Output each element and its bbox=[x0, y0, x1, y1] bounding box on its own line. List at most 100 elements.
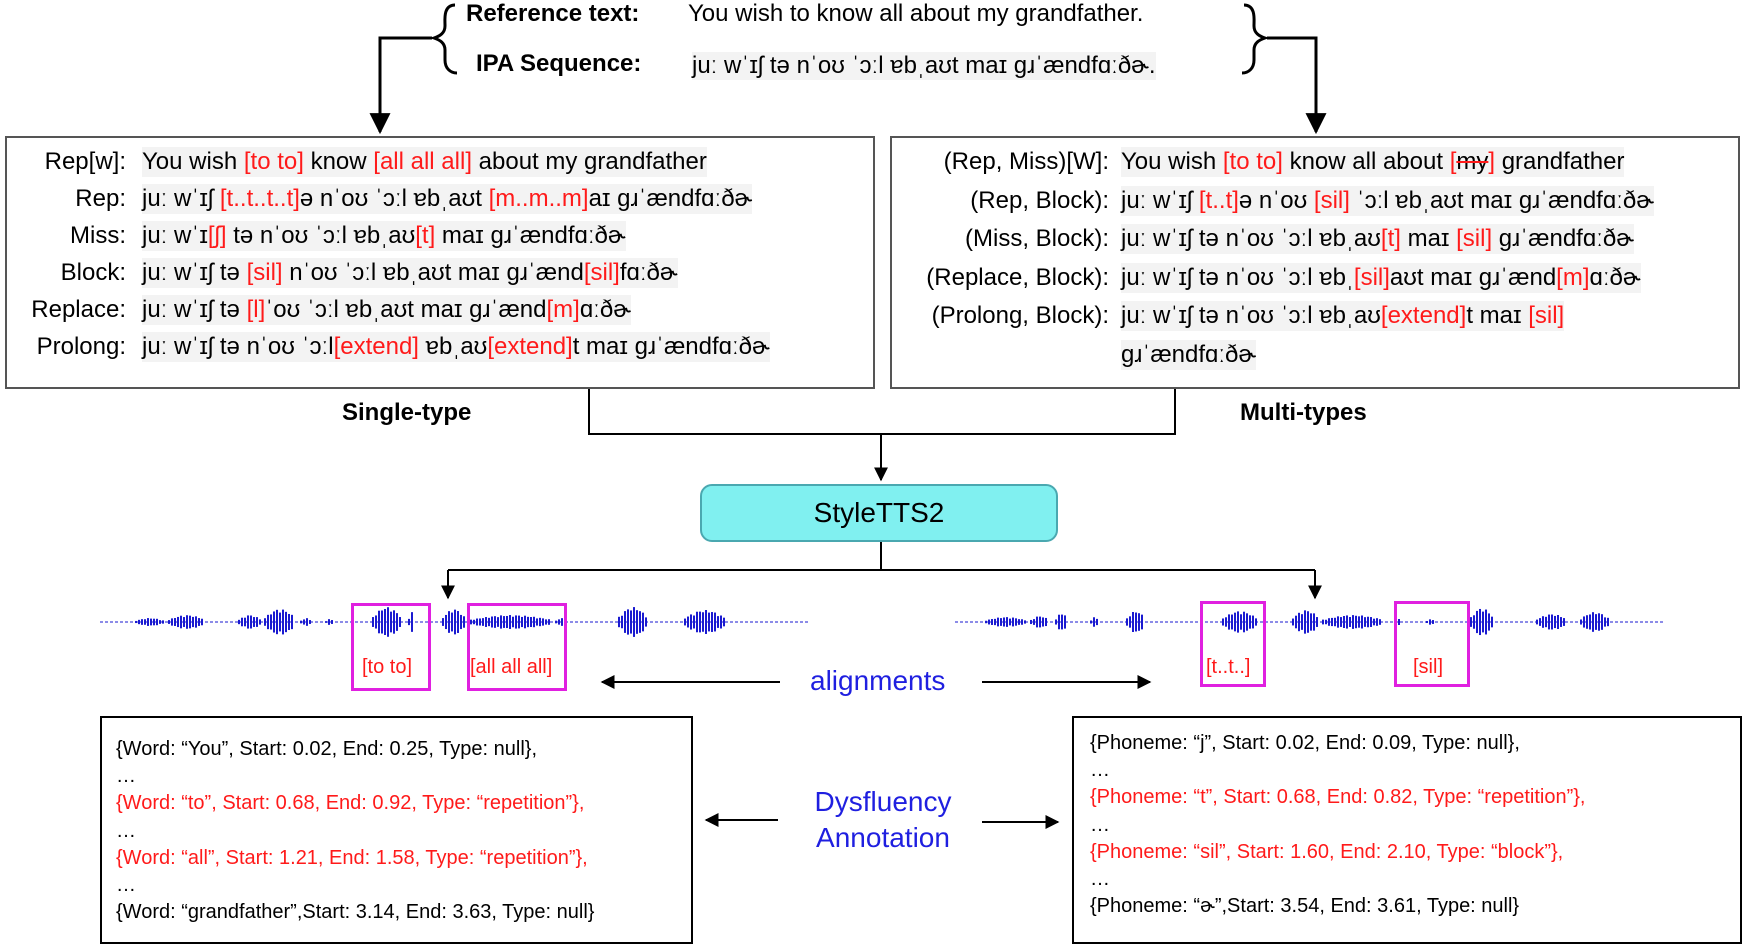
right-waveform-bar bbox=[1018, 619, 1020, 625]
single-row-label: Block: bbox=[60, 259, 126, 286]
right-waveform-bar bbox=[1030, 619, 1032, 625]
left-waveform-bar bbox=[238, 619, 240, 625]
sequence-text: juː wˈɪʃ bbox=[1121, 186, 1199, 214]
right-waveform-bar bbox=[1364, 617, 1366, 627]
right-waveform-bar bbox=[1325, 619, 1327, 625]
sequence-text: t maɪ ɡɹˈændfɑːðɚ bbox=[572, 333, 770, 360]
left-waveform-bar bbox=[494, 616, 496, 628]
sequence-text: ɑːðɚ bbox=[579, 296, 631, 323]
right-waveform-bar bbox=[1021, 619, 1023, 625]
dysfluency-mark: [to to] bbox=[243, 148, 304, 175]
left-waveform-bar bbox=[693, 615, 695, 629]
single-row-label: Replace: bbox=[31, 296, 126, 323]
right-waveform-bar bbox=[1373, 618, 1375, 626]
right-waveform-bar bbox=[1237, 611, 1239, 633]
left-waveform-bar bbox=[253, 617, 255, 627]
left-waveform-bar bbox=[270, 614, 272, 630]
right-waveform-bar bbox=[1042, 617, 1044, 627]
left-waveform-bar bbox=[630, 610, 632, 634]
reference-label: Reference text: bbox=[466, 0, 640, 27]
right-waveform-bar bbox=[997, 617, 999, 627]
sequence-text: ɑːðɚ bbox=[1589, 263, 1641, 291]
dysfluency-mark: [sil] bbox=[1456, 225, 1493, 252]
right-waveform-bar bbox=[1240, 614, 1242, 630]
sequence-text: juː wˈɪʃ tə nˈoʊ ˈɔːl ɐbˌ bbox=[1121, 263, 1354, 291]
left-waveform-bar bbox=[247, 615, 249, 629]
sequence-text: ˈoʊ ˈɔːl ɐbˌaʊt maɪ ɡɹˈænd bbox=[265, 296, 547, 323]
dysfluency-mark: [l] bbox=[246, 296, 266, 323]
right-waveform-bar bbox=[1426, 620, 1428, 624]
right-waveform-bar bbox=[1470, 617, 1472, 627]
left-waveform-bar bbox=[488, 617, 490, 627]
right-waveform-bar bbox=[1557, 615, 1559, 629]
left-waveform-bar bbox=[696, 611, 698, 633]
arrow-to-single bbox=[369, 36, 432, 135]
single-row-sequence: juː wˈɪʃ tə nˈoʊ ˈɔːl[extend] ɐbˌaʊ[exte… bbox=[142, 332, 770, 362]
right-waveform-bar bbox=[1595, 614, 1597, 630]
sequence-text: juː wˈɪʃ tə nˈoʊ ˈɔːl ɐbˌaʊ bbox=[1121, 302, 1381, 329]
left-waveform-bar bbox=[482, 618, 484, 626]
dysfluency-mark: [m..m..m] bbox=[488, 185, 589, 212]
alignment-box-to-to bbox=[351, 603, 431, 691]
right-waveform-bar bbox=[1337, 616, 1339, 628]
left-waveform-bar bbox=[636, 610, 638, 634]
right-waveform-bar bbox=[1141, 614, 1143, 630]
left-waveform-bar bbox=[156, 618, 158, 626]
left-waveform-bar bbox=[558, 619, 560, 625]
left-waveform-bar bbox=[300, 620, 302, 624]
right-waveform-bar bbox=[1090, 620, 1092, 624]
left-waveform-bar bbox=[684, 618, 686, 626]
right-waveform-bar bbox=[1006, 617, 1008, 627]
right-waveform-bar bbox=[1580, 619, 1582, 625]
left-waveform-bar bbox=[705, 610, 707, 634]
right-waveform-bar bbox=[1135, 612, 1137, 632]
sequence-text: juː wˈɪʃ bbox=[142, 185, 220, 212]
left-waveform-bar bbox=[291, 614, 293, 630]
right-waveform-bar bbox=[1055, 619, 1057, 625]
left-waveform-bar bbox=[702, 612, 704, 632]
right-waveform-bar bbox=[1545, 616, 1547, 628]
left-waveform-bar bbox=[264, 618, 266, 626]
right-waveform-bar bbox=[1379, 619, 1381, 625]
left-waveform-bar bbox=[387, 607, 389, 637]
left-waveform-bar bbox=[195, 616, 197, 628]
left-waveform-bar bbox=[159, 620, 161, 624]
left-waveform-bar bbox=[451, 612, 453, 632]
right-waveform-bar bbox=[1058, 614, 1060, 630]
sequence-text: ə nˈoʊ bbox=[1238, 186, 1314, 214]
right-waveform-bar bbox=[1126, 618, 1128, 626]
right-waveform-bar bbox=[1592, 612, 1594, 632]
ipa-label: IPA Sequence: bbox=[476, 50, 642, 77]
sequence-text: You wish bbox=[142, 148, 244, 175]
left-waveform-bar bbox=[633, 607, 635, 637]
dysfluency-mark: [sil] bbox=[246, 259, 283, 286]
word-annotation-line: … bbox=[116, 765, 136, 788]
left-waveform-bar bbox=[259, 619, 261, 625]
left-waveform-bar bbox=[375, 615, 377, 629]
left-waveform-bar bbox=[530, 617, 532, 627]
left-waveform-bar bbox=[457, 611, 459, 633]
word-annotation-box bbox=[100, 716, 693, 944]
single-row-sequence: You wish [to to] know [all all all] abou… bbox=[142, 147, 707, 177]
left-waveform-bar bbox=[331, 620, 333, 624]
sequence-text: juː wˈɪʃ tə bbox=[142, 259, 247, 286]
right-waveform-bar bbox=[1252, 615, 1254, 629]
dysfluency-mark: [sil] bbox=[1528, 302, 1565, 329]
left-waveform-bar bbox=[147, 618, 149, 626]
left-waveform-bar bbox=[273, 611, 275, 633]
left-waveform-bar bbox=[639, 611, 641, 633]
right-waveform-bar bbox=[1249, 615, 1251, 629]
sequence-text: nˈoʊ ˈɔːl ɐbˌaʊt maɪ ɡɹˈænd bbox=[282, 259, 584, 286]
ipa-text: juː wˈɪʃ tə nˈoʊ ˈɔːl ɐbˌaʊt maɪ ɡɹˈændf… bbox=[692, 52, 1156, 80]
left-waveform-bar bbox=[442, 618, 444, 626]
dysfluency-mark: [to to] bbox=[1222, 148, 1283, 175]
styletts2-model-box: StyleTTS2 bbox=[700, 484, 1058, 542]
phoneme-annotation-line: … bbox=[1090, 813, 1110, 836]
left-waveform-bar bbox=[518, 615, 520, 629]
left-waveform-bar bbox=[448, 611, 450, 633]
phoneme-annotation-line: … bbox=[1090, 759, 1110, 782]
right-waveform-bar bbox=[1586, 615, 1588, 629]
right-waveform-bar bbox=[1355, 615, 1357, 629]
left-waveform-bar bbox=[717, 616, 719, 628]
sequence-text: juː wˈɪʃ tə nˈoʊ ˈɔːl bbox=[142, 333, 334, 360]
